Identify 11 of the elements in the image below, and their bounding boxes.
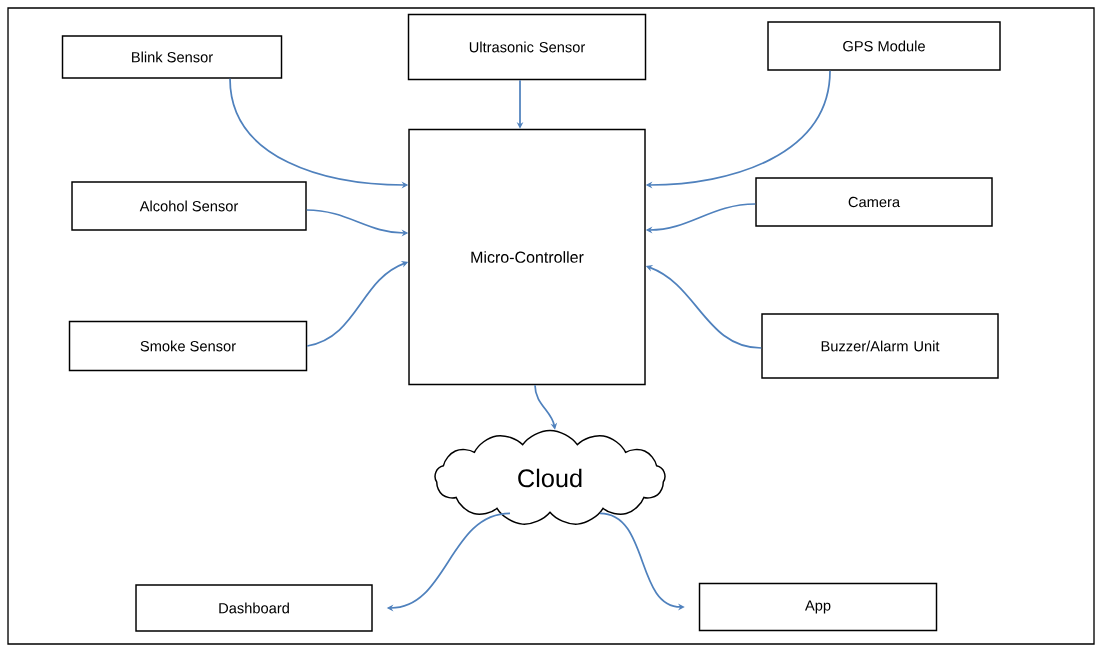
arrow: [534, 384, 558, 430]
block-box: Blink Sensor: [61, 35, 283, 79]
block-box: Smoke Sensor: [68, 320, 308, 372]
block-box: Alcohol Sensor: [71, 181, 307, 231]
block-box: GPS Module: [767, 21, 1001, 71]
block-box: Buzzer/Alarm Unit: [761, 313, 999, 379]
block-box: Ultrasonic Sensor: [407, 13, 647, 81]
block-box: App: [698, 582, 938, 632]
block-box: Dashboard: [135, 584, 373, 632]
block-box: Micro-Controller: [408, 128, 646, 386]
block-box: Camera: [755, 177, 993, 227]
